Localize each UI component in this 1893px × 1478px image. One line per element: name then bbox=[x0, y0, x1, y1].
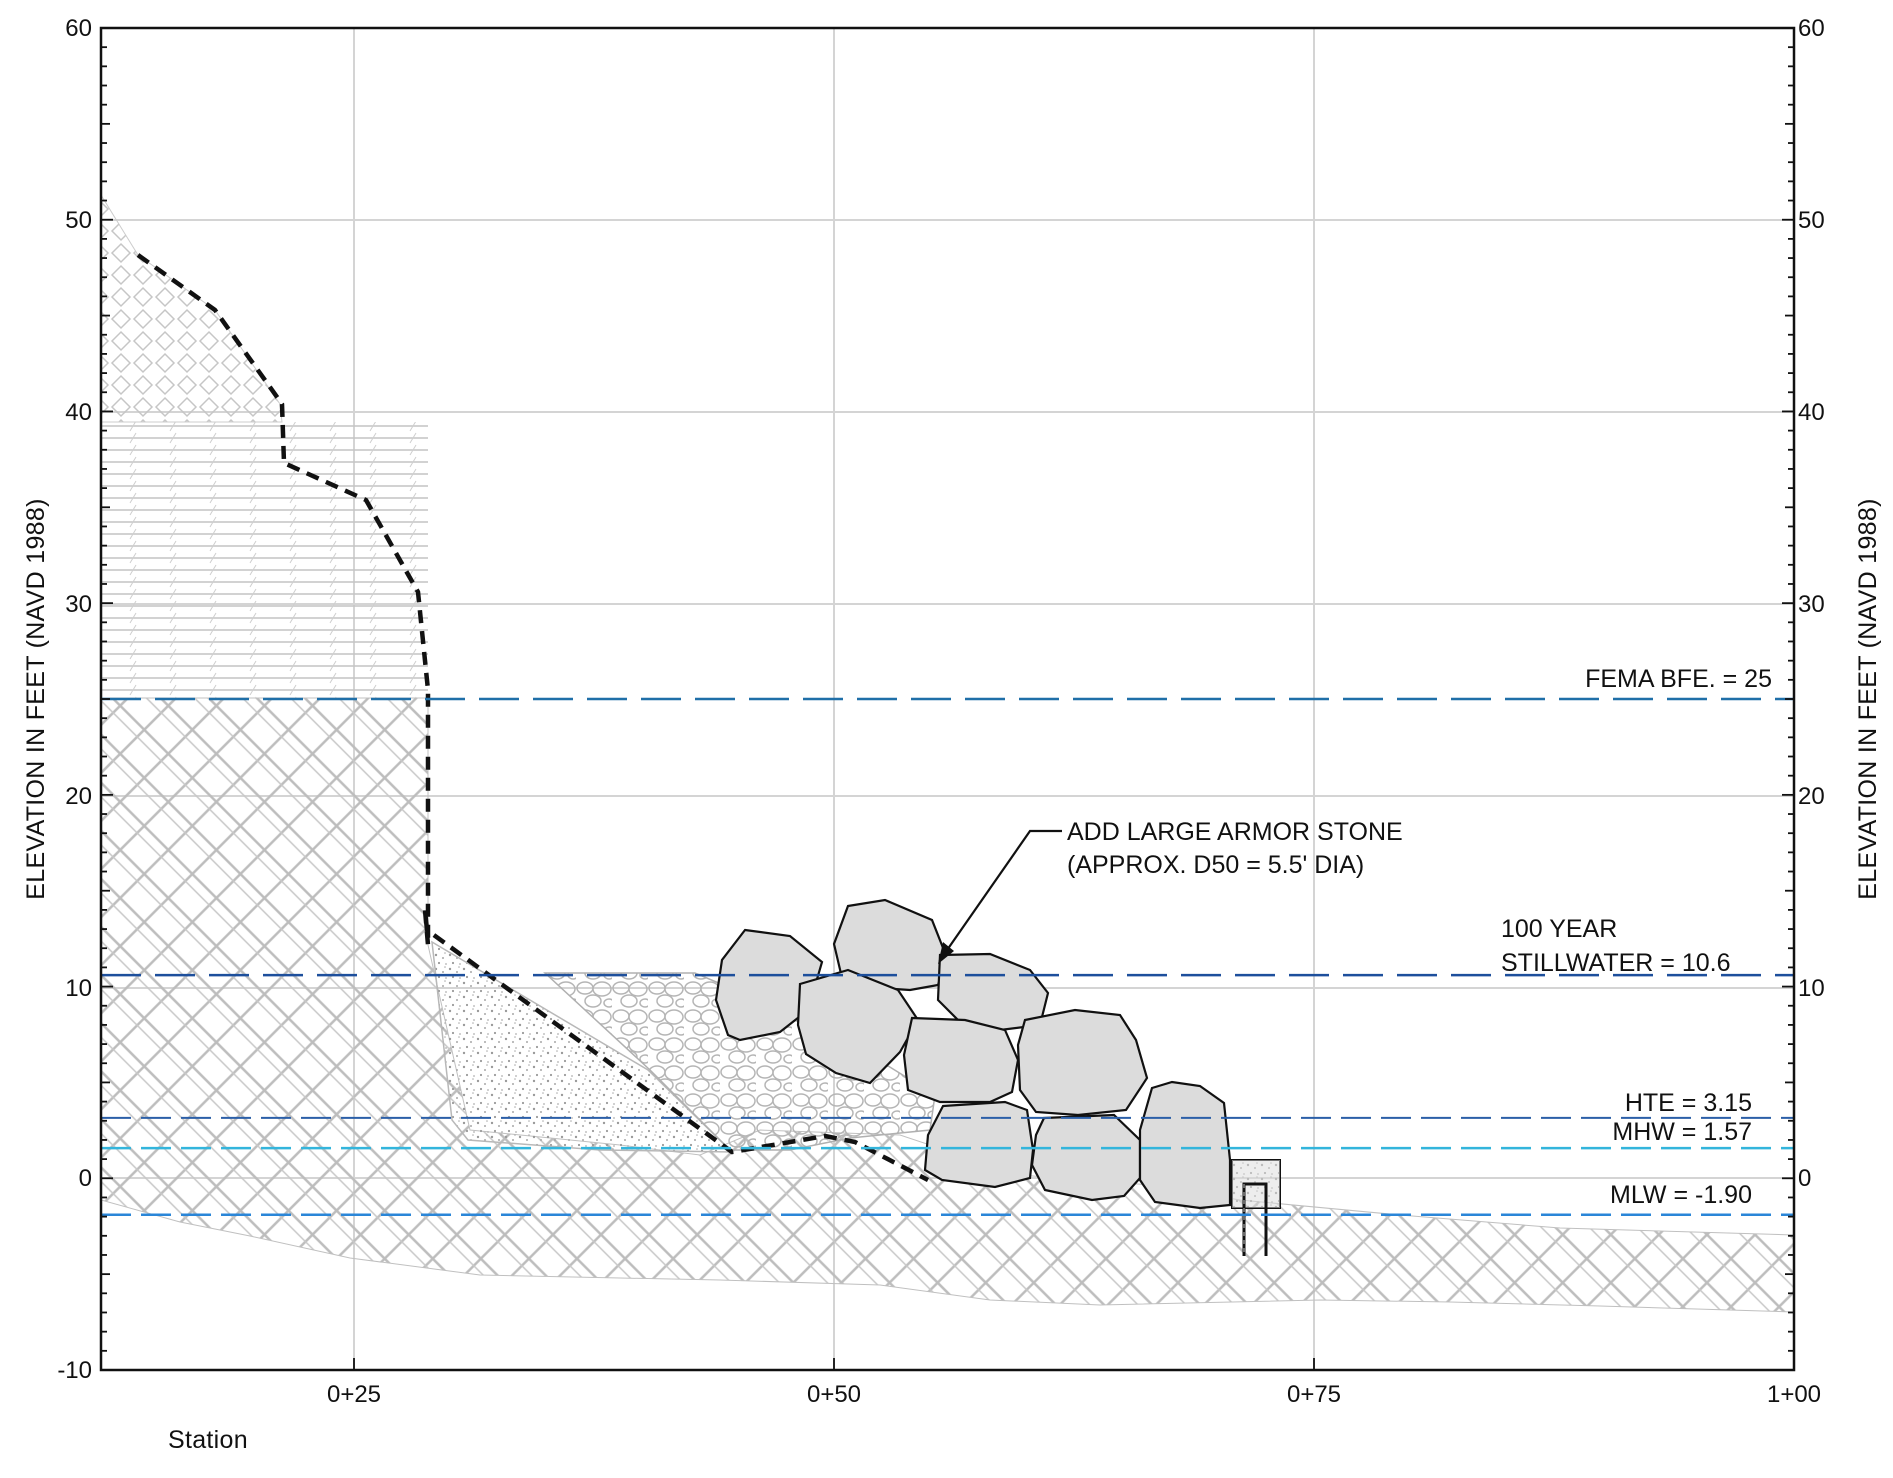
till-layer bbox=[101, 422, 428, 698]
y-tick-label: 60 bbox=[65, 15, 92, 42]
armor-stone bbox=[796, 968, 920, 1085]
right-axis-title: ELEVATION IN FEET (NAVD 1988) bbox=[1854, 498, 1882, 899]
x-tick-label: 0+50 bbox=[807, 1381, 861, 1408]
hte-label: HTE = 3.15 bbox=[1625, 1089, 1752, 1117]
y-tick-label: -10 bbox=[57, 1357, 92, 1384]
armor-stone bbox=[1138, 1080, 1232, 1210]
armor-stone bbox=[1016, 1008, 1149, 1117]
x-tick-labels: 0+25 0+50 0+75 1+00 bbox=[327, 1381, 1821, 1408]
armor-stone bbox=[923, 1100, 1035, 1189]
mhw-label: MHW = 1.57 bbox=[1612, 1118, 1752, 1146]
y-tick-label: 50 bbox=[65, 207, 92, 234]
armor-stones bbox=[714, 898, 1232, 1210]
left-y-tick-labels: 60 50 40 30 20 10 0 -10 bbox=[57, 15, 92, 1384]
water-level-lines bbox=[101, 697, 1794, 1216]
axis-ticks bbox=[101, 27, 1794, 1371]
y-tick-label: 30 bbox=[1798, 591, 1825, 618]
callout-text-line2: (APPROX. D50 = 5.5' DIA) bbox=[1067, 851, 1364, 879]
y-tick-label: 10 bbox=[65, 975, 92, 1002]
callout-leader bbox=[944, 829, 1062, 954]
mlw-label: MLW = -1.90 bbox=[1610, 1181, 1752, 1209]
y-tick-label: 20 bbox=[1798, 783, 1825, 810]
y-tick-label: 40 bbox=[1798, 399, 1825, 426]
x-tick-label: 0+75 bbox=[1287, 1381, 1341, 1408]
y-tick-label: 20 bbox=[65, 783, 92, 810]
callout-arrowhead bbox=[938, 942, 954, 964]
soil-layers bbox=[101, 194, 1794, 1313]
y-tick-label: 0 bbox=[79, 1165, 92, 1192]
armor-stone bbox=[714, 928, 824, 1042]
y-tick-label: 10 bbox=[1798, 975, 1825, 1002]
y-tick-label: 50 bbox=[1798, 207, 1825, 234]
topsoil-layer bbox=[101, 194, 283, 423]
stillwater-label-line1: 100 YEAR bbox=[1501, 915, 1617, 943]
y-tick-label: 40 bbox=[65, 399, 92, 426]
armor-stone-callout: ADD LARGE ARMOR STONE (APPROX. D50 = 5.5… bbox=[938, 818, 1403, 964]
station-label: Station bbox=[168, 1426, 248, 1454]
existing-grade-profile bbox=[136, 253, 930, 1182]
x-tick-label: 1+00 bbox=[1767, 1381, 1821, 1408]
stillwater-label-line2: STILLWATER = 10.6 bbox=[1501, 949, 1730, 977]
armor-stone bbox=[902, 1016, 1020, 1104]
x-tick-label: 0+25 bbox=[327, 1381, 381, 1408]
y-tick-label: 0 bbox=[1798, 1165, 1811, 1192]
callout-text-line1: ADD LARGE ARMOR STONE bbox=[1067, 818, 1403, 846]
y-tick-label: 60 bbox=[1798, 15, 1825, 42]
fema-bfe-label: FEMA BFE. = 25 bbox=[1585, 665, 1772, 693]
y-tick-label: 30 bbox=[65, 591, 92, 618]
armor-stone bbox=[832, 898, 949, 992]
left-axis-title: ELEVATION IN FEET (NAVD 1988) bbox=[22, 498, 50, 899]
armor-stone bbox=[1030, 1113, 1142, 1202]
right-y-tick-labels: 60 50 40 30 20 10 0 bbox=[1798, 15, 1825, 1192]
toe-structure bbox=[1231, 1159, 1281, 1256]
